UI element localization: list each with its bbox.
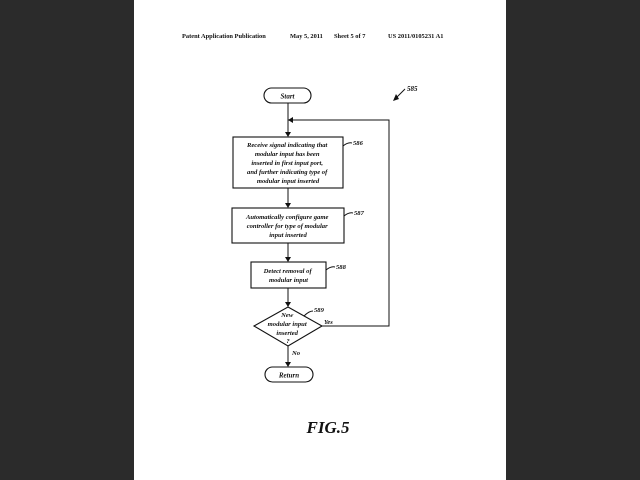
decision-589-text: New modular input inserted ? — [268, 312, 309, 345]
header-date: May 5, 2011 — [290, 33, 323, 40]
figure-ref-label: 585 — [407, 85, 418, 93]
decision-589-line: ? — [286, 338, 290, 345]
step-588-leader — [325, 266, 336, 271]
decision-589-line: inserted — [276, 330, 298, 337]
step-587-line: input inserted — [269, 232, 307, 239]
decision-589-leader — [303, 310, 314, 317]
decision-589-ref: 589 — [314, 307, 325, 314]
decision-589-line: New — [280, 312, 294, 319]
step-586-leader — [342, 142, 353, 147]
step-587-box — [231, 207, 345, 244]
header-sheet: Sheet 5 of 7 — [334, 33, 366, 40]
header-publication: Patent Application Publication — [182, 33, 266, 40]
step-586-line: modular input has been — [255, 151, 320, 158]
step-586-line: and further indicating type of — [247, 169, 328, 176]
arrowhead-588 — [285, 257, 291, 262]
step-588-ref: 588 — [336, 264, 347, 271]
step-586-line: modular input inserted — [257, 178, 320, 185]
step-587-line: Automatically configure game — [245, 214, 328, 221]
return-terminal — [264, 366, 314, 383]
step-588-box — [250, 261, 327, 289]
start-label: Start — [280, 93, 295, 101]
arrowhead-589 — [285, 302, 291, 307]
arrowhead-587 — [285, 203, 291, 208]
figure-label: FIG.5 — [306, 418, 350, 437]
step-588-line: Detect removal of — [263, 268, 313, 275]
step-587-ref: 587 — [354, 210, 365, 217]
arrowhead-return — [285, 362, 291, 367]
step-587-text: Automatically configure game controller … — [245, 214, 330, 239]
step-586-line: inserted in first input port, — [251, 160, 323, 167]
loop-back-arrowhead — [288, 117, 293, 123]
figure-ref-arrowhead — [393, 94, 399, 101]
step-587-line: controller for type of modular — [247, 223, 328, 230]
arrowhead-586 — [285, 132, 291, 137]
loop-back-line — [288, 119, 390, 327]
step-586-text: Receive signal indicating that modular i… — [246, 142, 329, 185]
step-588-line: modular input — [269, 277, 308, 284]
step-586-line: Receive signal indicating that — [246, 142, 328, 149]
return-label: Return — [278, 372, 299, 380]
step-587-leader — [343, 212, 354, 217]
header-number: US 2011/0105231 A1 — [388, 33, 444, 40]
decision-yes-label: Yes — [324, 319, 333, 326]
step-586-ref: 586 — [353, 140, 364, 147]
step-586-box — [232, 136, 344, 189]
step-588-text: Detect removal of modular input — [263, 268, 314, 284]
decision-589-line: modular input — [268, 321, 307, 328]
decision-no-label: No — [291, 350, 301, 357]
